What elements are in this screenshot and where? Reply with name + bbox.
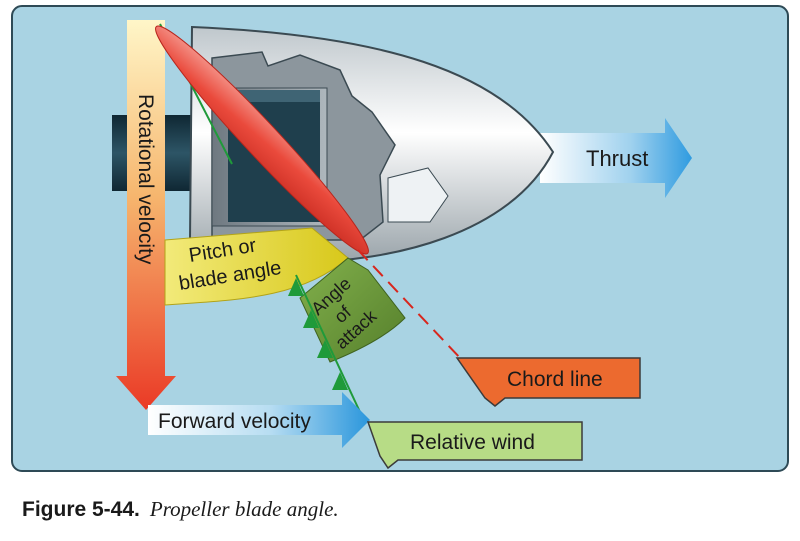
inner-hub-highlight [228, 90, 320, 102]
relative-wind-arrowhead-4 [332, 372, 348, 390]
thrust-arrow [540, 118, 692, 198]
forward-velocity-label: Forward velocity [158, 410, 311, 433]
figure-number: Figure 5-44. [22, 498, 140, 521]
relative-wind-label: Relative wind [410, 431, 535, 454]
relative-wind-tag [366, 421, 583, 470]
relative-wind-arrowhead-1 [288, 278, 304, 296]
rotational-velocity-arrow [116, 20, 176, 410]
figure-title: Propeller blade angle. [149, 497, 339, 521]
counterweight-wedge [387, 167, 449, 223]
propeller-blade [155, 25, 369, 255]
chord-line-tag [455, 357, 641, 407]
chord-line-dashed [357, 249, 463, 361]
rotational-velocity-label: Rotational velocity [134, 94, 157, 265]
propeller-blade-angle-diagram: Rotational velocity Thrust Pitch or blad… [11, 5, 789, 472]
relative-wind-arrowhead-3 [317, 340, 333, 358]
thrust-label: Thrust [586, 146, 648, 171]
relative-wind-line [295, 274, 361, 413]
figure-caption: Figure 5-44. Propeller blade angle. [22, 497, 339, 522]
chord-line-label: Chord line [507, 368, 603, 391]
relative-wind-arrowhead-2 [303, 310, 319, 328]
forward-velocity-arrow [148, 392, 370, 448]
